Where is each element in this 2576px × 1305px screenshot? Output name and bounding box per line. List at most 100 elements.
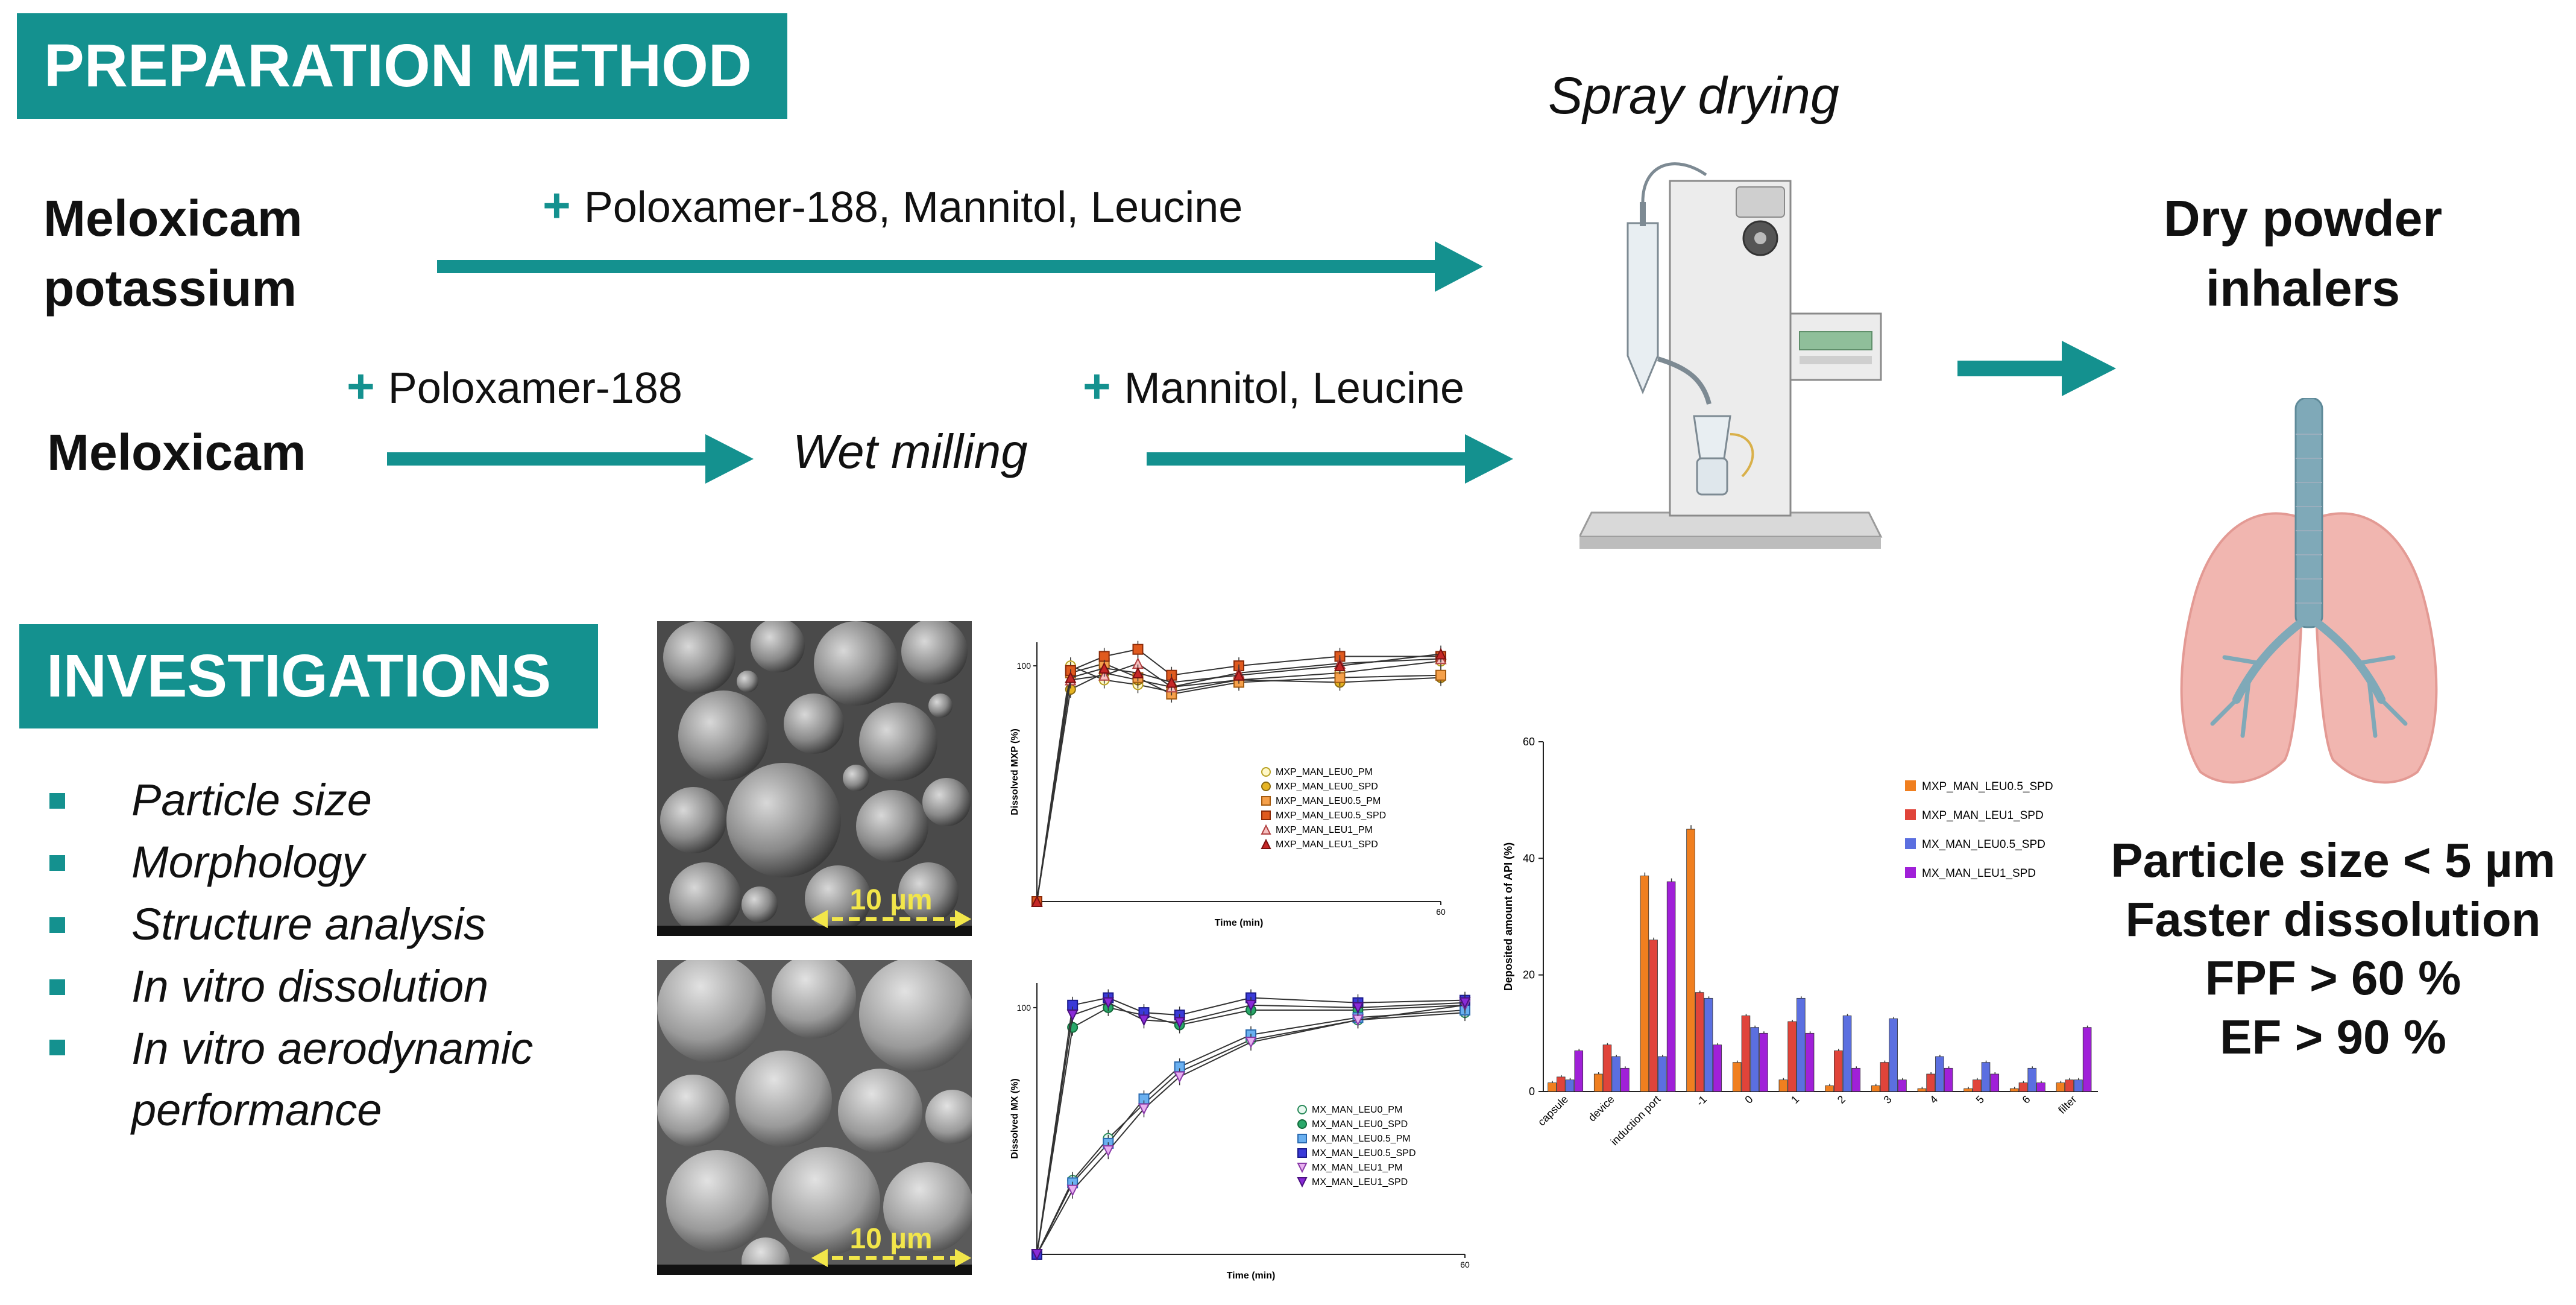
- data-point: [1065, 671, 1077, 683]
- scale-bar-label: 10 µm: [849, 884, 932, 916]
- data-point: [1031, 1249, 1043, 1261]
- y-axis-label: Dissolved MXP (%): [1010, 728, 1020, 815]
- data-point: [1261, 824, 1271, 835]
- route2-additive-1-text: Poloxamer-188: [388, 364, 682, 412]
- series-line: [1036, 1010, 1466, 1255]
- results-list: Particle size < 5 µm Faster dissolution …: [2098, 831, 2568, 1066]
- data-point: [1245, 999, 1257, 1012]
- list-item: Morphology: [49, 832, 614, 894]
- bullet-icon: [49, 917, 65, 933]
- sem-image-2: 10 µm: [657, 960, 972, 1275]
- bar: [1797, 997, 1806, 1092]
- category-label: induction port: [1608, 1093, 1663, 1148]
- bar: [1778, 1079, 1788, 1092]
- bar: [2009, 1088, 2019, 1092]
- legend-label: MXP_MAN_LEU1_PM: [1276, 825, 1373, 835]
- bar: [1787, 1021, 1797, 1092]
- series-line: [1036, 1002, 1466, 1255]
- data-point: [1297, 1134, 1307, 1143]
- data-point: [1297, 1119, 1307, 1129]
- series-line: [1036, 997, 1466, 1255]
- legend-label: MX_MAN_LEU0.5_SPD: [1922, 838, 2045, 851]
- bar: [1825, 1085, 1834, 1092]
- category-label: 4: [1927, 1093, 1940, 1106]
- series-line: [1036, 660, 1441, 902]
- arrow-to-inhalers: [1957, 341, 2116, 396]
- investigation-item: In vitro aerodynamic performance: [131, 1023, 534, 1136]
- list-item: In vitro aerodynamic performance: [49, 1018, 614, 1135]
- data-point: [1352, 1002, 1364, 1014]
- legend-label: MX_MAN_LEU1_SPD: [1922, 867, 2036, 880]
- bar: [1851, 1067, 1861, 1092]
- bullet-icon: [49, 1040, 65, 1055]
- investigation-item: Morphology: [131, 837, 365, 888]
- data-point: [1174, 1017, 1186, 1029]
- list-item: Particle size: [49, 769, 614, 832]
- investigation-item: Particle size: [131, 775, 372, 826]
- x-tick-label: 60: [1460, 1260, 1470, 1269]
- bar: [2065, 1079, 2074, 1092]
- bar: [1871, 1085, 1880, 1092]
- bar: [1649, 940, 1658, 1092]
- bar: [1565, 1079, 1575, 1092]
- data-point: [1245, 1037, 1257, 1049]
- category-label: -1: [1694, 1093, 1709, 1108]
- investigation-item: Structure analysis: [131, 899, 487, 950]
- legend-label: MXP_MAN_LEU0_PM: [1276, 767, 1373, 777]
- data-point: [1066, 1010, 1079, 1022]
- list-item: Structure analysis: [49, 894, 614, 956]
- bar: [1842, 1015, 1852, 1092]
- data-point: [1138, 1014, 1150, 1026]
- bullet-icon: [49, 792, 65, 809]
- legend-label: MXP_MAN_LEU0_SPD: [1276, 782, 1378, 792]
- y-tick-label: 100: [1017, 661, 1031, 671]
- series-line: [1036, 1004, 1466, 1255]
- legend-label: MXP_MAN_LEU0.5_PM: [1276, 796, 1381, 806]
- plus-icon: +: [1083, 359, 1111, 413]
- legend-label: MX_MAN_LEU0_SPD: [1312, 1119, 1408, 1130]
- bar: [1686, 829, 1695, 1092]
- category-label: capsule: [1535, 1093, 1570, 1128]
- bar: [1981, 1062, 1991, 1092]
- bar: [1695, 992, 1704, 1092]
- route2-additive-2: +Mannitol, Leucine: [1083, 359, 1464, 414]
- bar: [2056, 1082, 2065, 1092]
- bar: [1666, 881, 1676, 1092]
- x-axis-label: Time (min): [1227, 1271, 1276, 1281]
- data-point: [1261, 767, 1271, 777]
- legend-swatch: [1905, 780, 1916, 791]
- list-item: In vitro dissolution: [49, 956, 614, 1018]
- category-label: 6: [2020, 1093, 2032, 1106]
- y-axis-label: Dissolved MX (%): [1010, 1078, 1020, 1158]
- bar: [2082, 1027, 2092, 1092]
- result-item: Particle size < 5 µm: [2111, 833, 2556, 887]
- bar: [1898, 1079, 1907, 1092]
- bar: [1704, 997, 1713, 1092]
- y-axis-label: Deposited amount of API (%): [1502, 842, 1514, 991]
- series-line: [1036, 663, 1441, 902]
- series-line: [1036, 1004, 1466, 1255]
- legend-label: MX_MAN_LEU1_SPD: [1312, 1177, 1408, 1187]
- bar: [2027, 1067, 2036, 1092]
- bullet-icon: [49, 855, 65, 871]
- bar: [1750, 1027, 1759, 1092]
- data-point: [1297, 1177, 1308, 1188]
- data-point: [1132, 666, 1144, 678]
- bar: [1640, 875, 1649, 1092]
- data-point: [1132, 643, 1144, 655]
- route2-additive-1: +Poloxamer-188: [347, 359, 682, 414]
- bar: [1620, 1067, 1630, 1092]
- lungs-illustration: [2180, 398, 2438, 784]
- data-point: [1066, 1184, 1079, 1196]
- result-item: EF > 90 %: [2220, 1010, 2446, 1064]
- meloxicam-label: Meloxicam: [47, 424, 306, 481]
- bar: [1935, 1056, 1944, 1092]
- bar: [1557, 1076, 1566, 1092]
- bar: [1759, 1032, 1768, 1092]
- legend-swatch: [1905, 809, 1916, 820]
- data-point: [1435, 669, 1446, 681]
- bar: [1834, 1050, 1843, 1092]
